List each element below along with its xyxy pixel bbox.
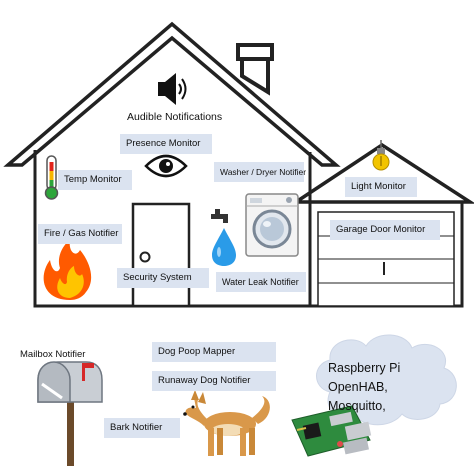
label-audible-notifications: Audible Notifications bbox=[127, 111, 223, 123]
mailbox-icon bbox=[37, 361, 103, 466]
label-washer-dryer-notifier: Washer / Dryer Notifier bbox=[214, 162, 306, 182]
water-drop-icon bbox=[212, 228, 236, 266]
label-mailbox-notifier: Mailbox Notifier bbox=[20, 349, 86, 360]
speaker-icon bbox=[158, 73, 187, 105]
thermometer-icon bbox=[44, 155, 59, 200]
cloud-text-line-2: OpenHAB, Mosquitto, bbox=[328, 380, 388, 413]
house-roof bbox=[3, 21, 341, 167]
flame-icon bbox=[43, 240, 92, 300]
cloud-icon bbox=[316, 334, 457, 426]
chimney bbox=[236, 43, 274, 96]
dog-icon bbox=[183, 390, 270, 456]
light-bulb-icon bbox=[372, 140, 390, 171]
cloud-text: Raspberry Pi OpenHAB, Mosquitto, bbox=[328, 359, 448, 416]
raspberry-pi-board-icon bbox=[291, 405, 372, 457]
label-temp-monitor: Temp Monitor bbox=[58, 170, 132, 190]
cloud-text-line-1: Raspberry Pi bbox=[328, 361, 401, 375]
eye-icon bbox=[144, 154, 188, 178]
label-water-leak-notifier: Water Leak Notifier bbox=[216, 272, 306, 292]
label-bark-notifier: Bark Notifier bbox=[104, 418, 180, 438]
label-garage-door-monitor: Garage Door Monitor bbox=[330, 220, 440, 240]
label-light-monitor: Light Monitor bbox=[345, 177, 417, 197]
front-door bbox=[131, 202, 191, 308]
faucet-icon bbox=[211, 209, 228, 223]
label-runaway-dog-notifier: Runaway Dog Notifier bbox=[152, 371, 276, 391]
washing-machine-icon bbox=[245, 193, 299, 257]
label-fire-gas-notifier: Fire / Gas Notifier bbox=[38, 224, 122, 244]
label-dog-poop-mapper: Dog Poop Mapper bbox=[152, 342, 276, 362]
label-presence-monitor: Presence Monitor bbox=[120, 134, 212, 154]
label-security-system: Security System bbox=[117, 268, 209, 288]
